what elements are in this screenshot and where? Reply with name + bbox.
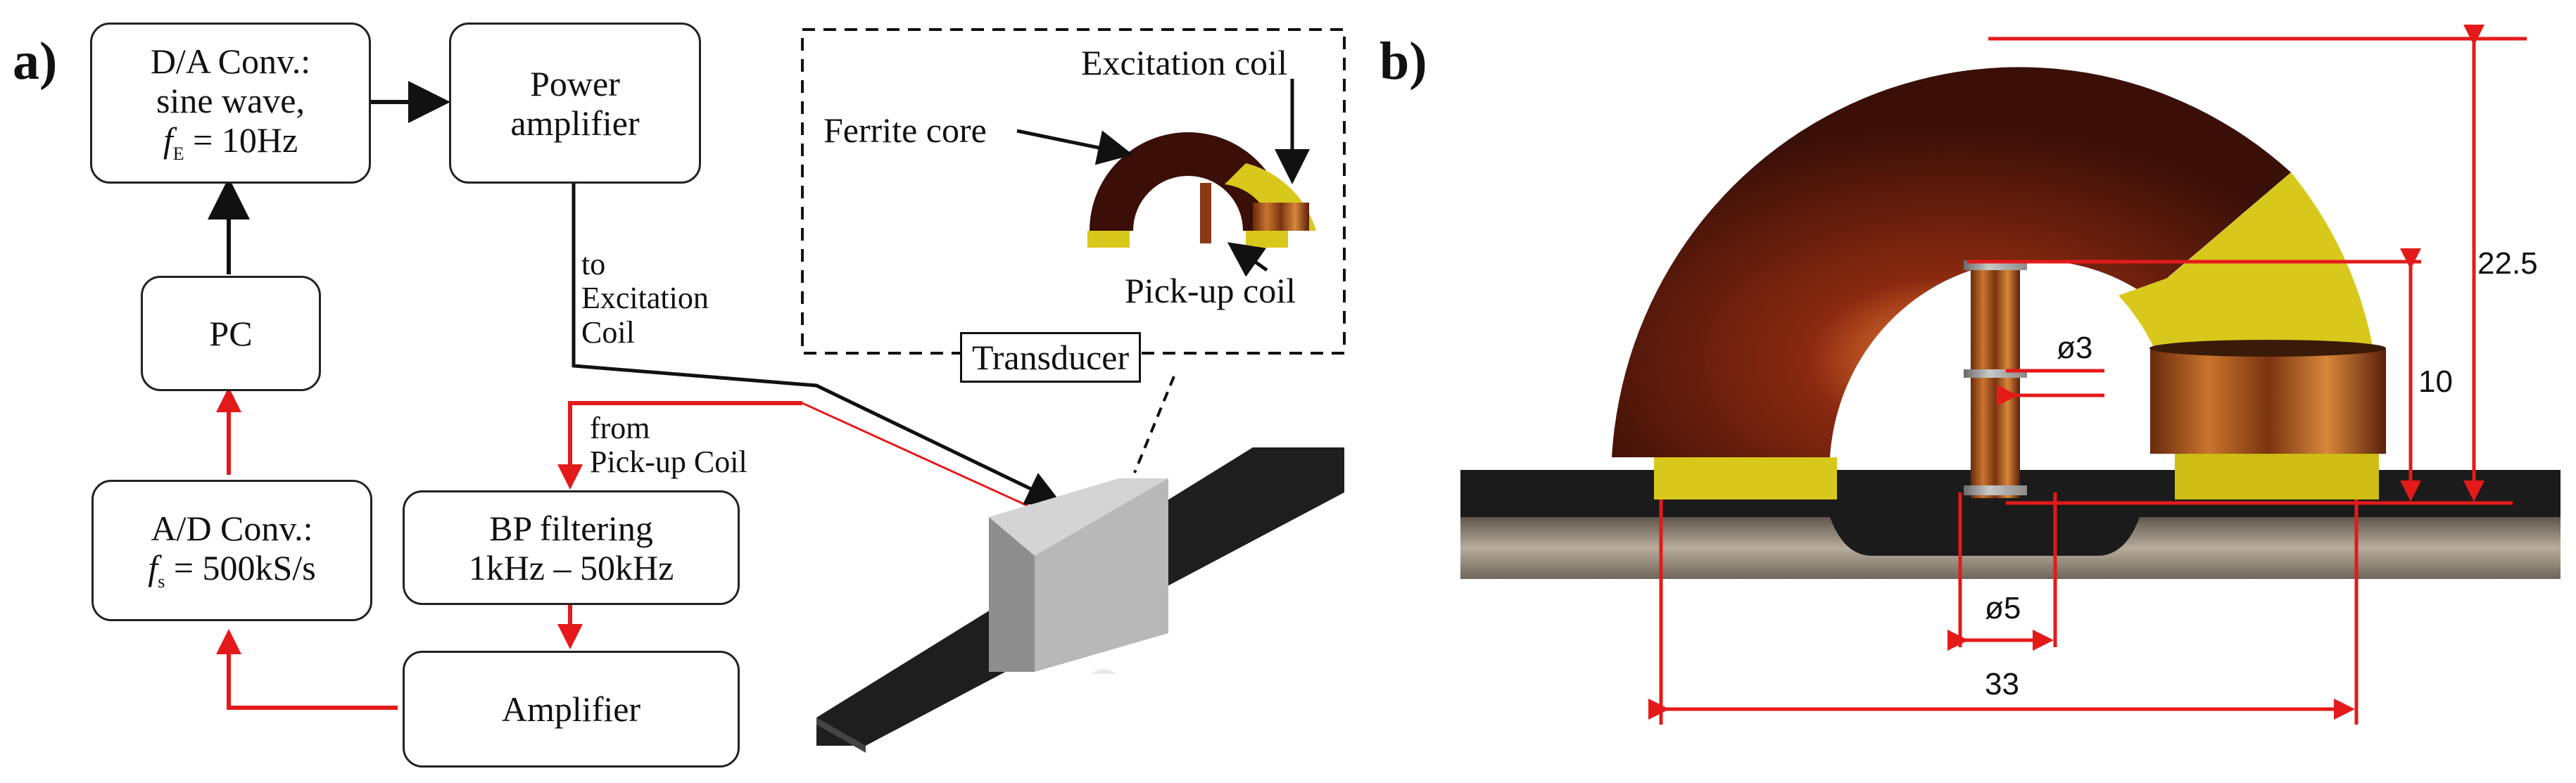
ad-converter-block: A/D Conv.: fs = 500kS/s [91, 480, 372, 621]
excitation-coil-label: Excitation coil [1081, 43, 1287, 82]
inset-pointers [1016, 79, 1310, 277]
pc-block: PC [141, 276, 321, 391]
ad-f-symbol: f [148, 548, 158, 588]
from-line2: Pick-up Coil [590, 445, 747, 480]
panel-label-a: a) [13, 32, 58, 91]
da-line3: fE = 10Hz [163, 120, 298, 164]
da-f-symbol: f [163, 120, 173, 160]
bp-line2: 1kHz – 50kHz [468, 547, 674, 587]
power-amplifier-block: Power amplifier [449, 23, 701, 184]
power-line1: Power [530, 63, 620, 103]
to-excitation-label: to Excitation Coil [581, 247, 709, 350]
ad-line2: fs = 500kS/s [148, 548, 315, 592]
da-f-value: = 10Hz [184, 120, 298, 160]
pc-label: PC [209, 314, 253, 353]
ad-f-sub: s [158, 571, 165, 592]
inset-core-drawing [1087, 132, 1316, 248]
pickup-signal-line [802, 402, 1042, 514]
black-flow-arrows [208, 81, 450, 274]
da-line2: sine wave, [156, 81, 305, 121]
dim-total-height: 22.5 [2477, 246, 2538, 281]
amplifier-label: Amplifier [501, 689, 641, 729]
bp-line1: BP filtering [489, 508, 653, 548]
bp-filter-block: BP filtering 1kHz – 50kHz [403, 490, 740, 605]
cross-section-drawing [1460, 67, 2561, 579]
ad-f-value: = 500kS/s [165, 548, 316, 588]
dim-pin-diameter: ø3 [2057, 331, 2093, 365]
red-flow-arrows [216, 387, 802, 710]
amplifier-block: Amplifier [403, 651, 740, 768]
dim-width: 33 [1985, 667, 2019, 701]
pickup-coil-label: Pick-up coil [1125, 271, 1296, 310]
dimension-lines [1648, 25, 2527, 725]
panel-label-b: b) [1379, 32, 1427, 91]
da-f-sub: E [172, 144, 184, 165]
ferrite-core-label: Ferrite core [823, 110, 987, 150]
dim-hole-diameter: ø5 [1985, 591, 2021, 625]
da-converter-block: D/A Conv.: sine wave, fE = 10Hz [90, 23, 371, 184]
excitation-signal-line [572, 182, 1063, 505]
power-line2: amplifier [510, 103, 640, 143]
specimen-drawing [816, 447, 1344, 753]
da-line1: D/A Conv.: [150, 42, 311, 82]
from-pickup-label: from Pick-up Coil [590, 411, 747, 480]
dim-gap-height: 10 [2418, 364, 2453, 399]
from-line1: from [590, 411, 650, 445]
inset-leader [1133, 376, 1175, 473]
to-line2: Excitation [581, 281, 709, 316]
inset-frame [801, 28, 1346, 355]
to-line3: Coil [581, 314, 635, 350]
to-line1: to [581, 247, 606, 281]
transducer-label: Transducer [960, 332, 1142, 383]
ad-line1: A/D Conv.: [151, 509, 313, 549]
